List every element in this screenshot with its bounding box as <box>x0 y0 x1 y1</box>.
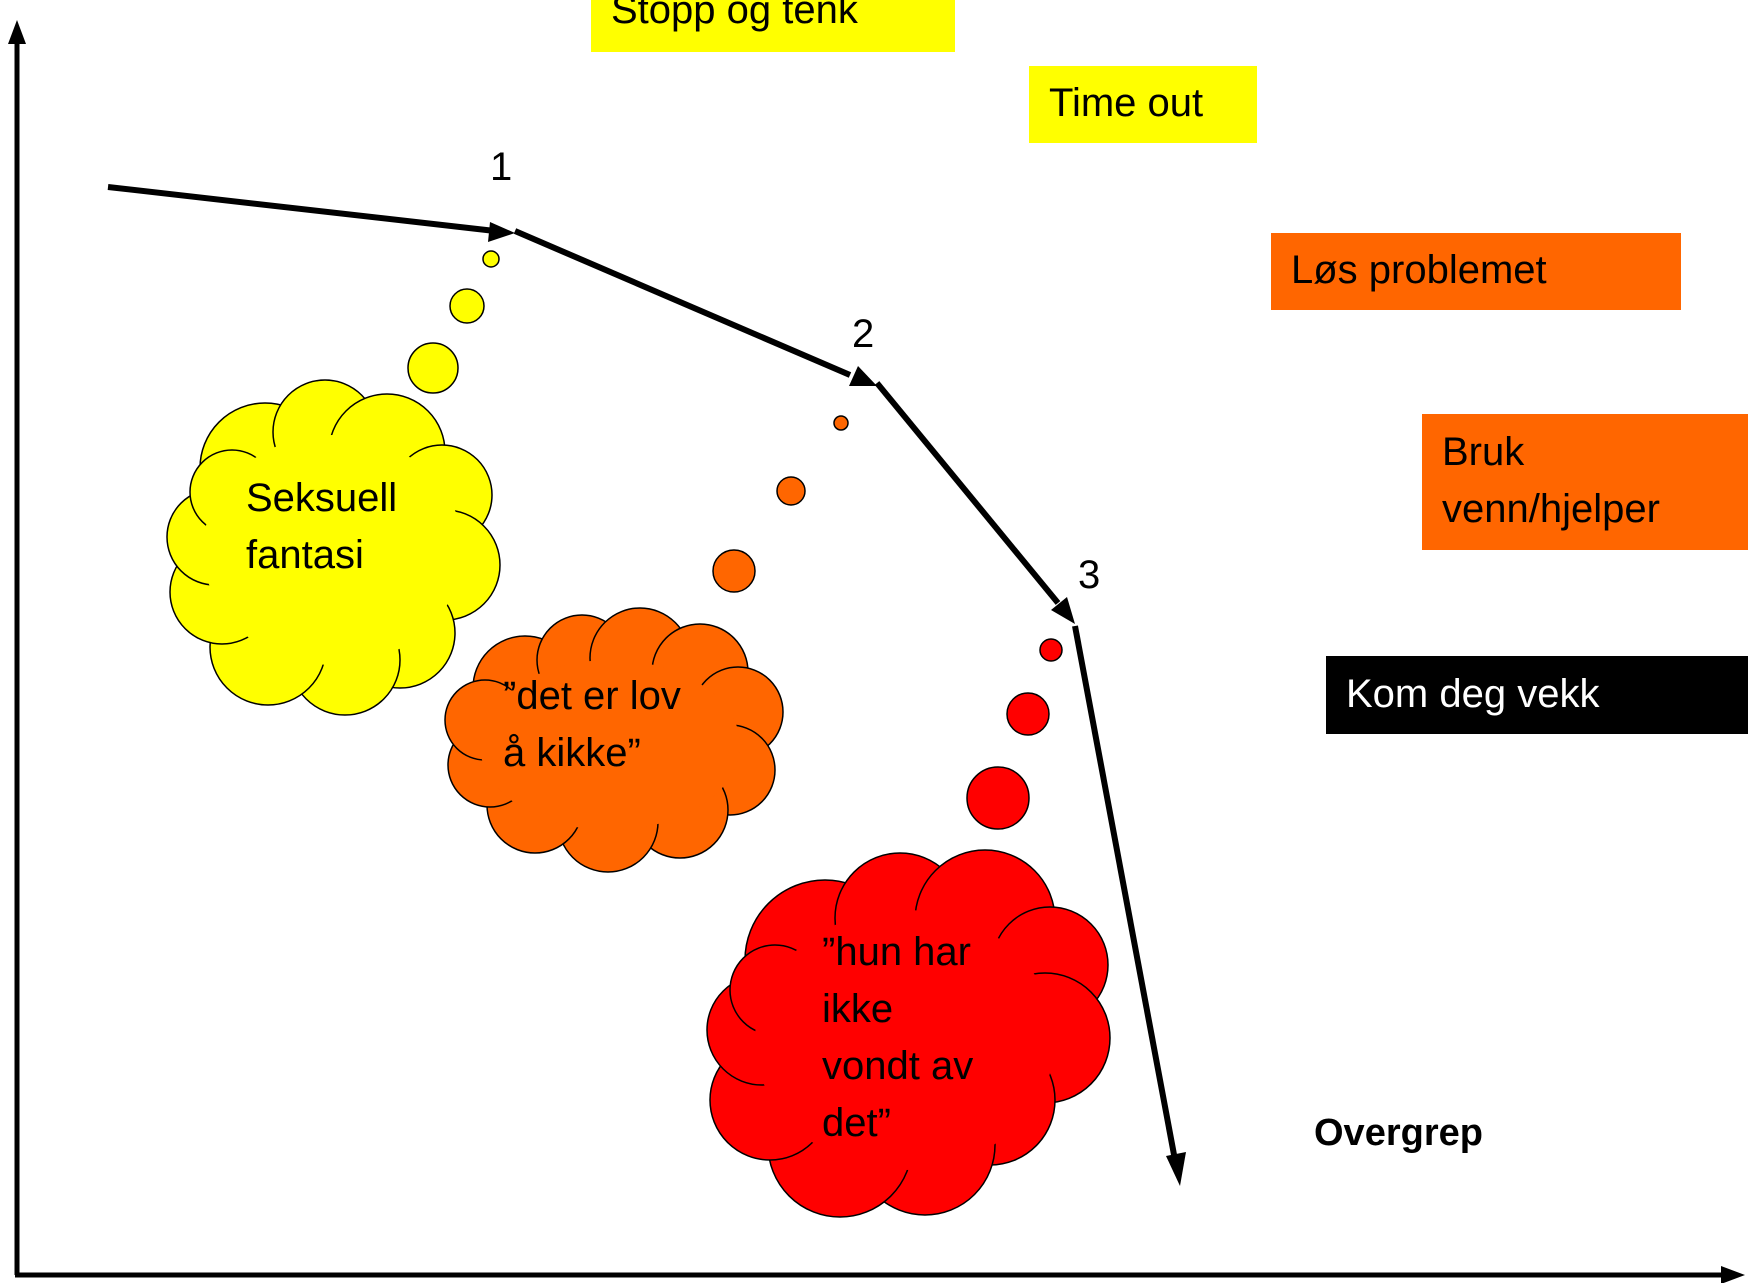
orange-bubble-medium <box>776 476 806 506</box>
path-arrowhead-1 <box>488 222 515 242</box>
thought-she-is-not-hurt: ”hun har ikke vondt av det” <box>822 930 974 1145</box>
orange-bubble-small <box>833 415 849 431</box>
orange-thought-cloud <box>444 607 784 873</box>
action-solve-problem: Løs problemet <box>1271 233 1681 310</box>
action-stop-and-think: Stopp og tenk <box>591 0 955 52</box>
action-use-friend-helper: Bruk venn/hjelper <box>1422 414 1748 550</box>
x-axis-arrowhead <box>1721 1266 1745 1283</box>
path-arrowhead-3 <box>1051 597 1075 624</box>
path-arrowhead-4 <box>1166 1152 1186 1186</box>
yellow-bubble-large <box>407 342 459 394</box>
red-bubble-medium <box>1006 692 1050 736</box>
red-thought-cloud <box>706 849 1111 1218</box>
action-time-out: Time out <box>1029 66 1257 143</box>
path-segment-2 <box>513 228 852 378</box>
step-1-label: 1 <box>490 145 513 189</box>
path-arrowhead-2 <box>849 366 877 386</box>
red-bubble-large <box>966 766 1030 830</box>
step-3-label: 3 <box>1078 553 1101 597</box>
red-bubble-small <box>1039 638 1063 662</box>
thought-allowed-to-look: ”det er lov å kikke” <box>503 674 681 775</box>
thought-sexual-fantasy: Seksuell fantasi <box>246 476 398 577</box>
y-axis-arrowhead <box>8 20 26 44</box>
path-segment-4 <box>1072 625 1178 1161</box>
action-get-away: Kom deg vekk <box>1326 656 1748 734</box>
yellow-thought-cloud <box>166 379 501 716</box>
path-segment-3 <box>874 381 1061 605</box>
step-2-label: 2 <box>852 312 875 356</box>
yellow-bubble-medium <box>449 288 485 324</box>
yellow-bubble-small <box>482 250 500 268</box>
outcome-label: Overgrep <box>1314 1112 1483 1154</box>
orange-bubble-large <box>712 549 756 593</box>
path-segment-1 <box>107 184 496 234</box>
